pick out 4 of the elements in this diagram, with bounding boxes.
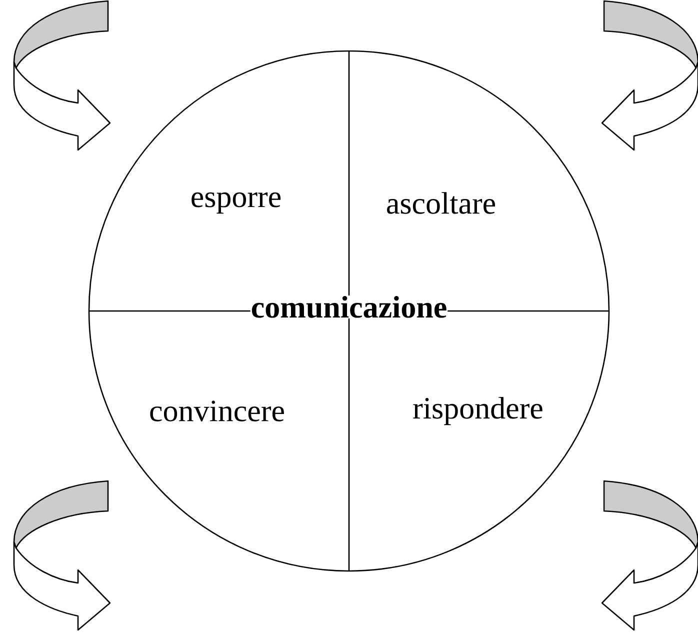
quadrant-label: convincere [150,400,284,422]
quadrant-label: rispondere [413,396,542,426]
quadrant-label: ascoltare [387,192,496,214]
quadrant-label: esporre [192,192,281,214]
